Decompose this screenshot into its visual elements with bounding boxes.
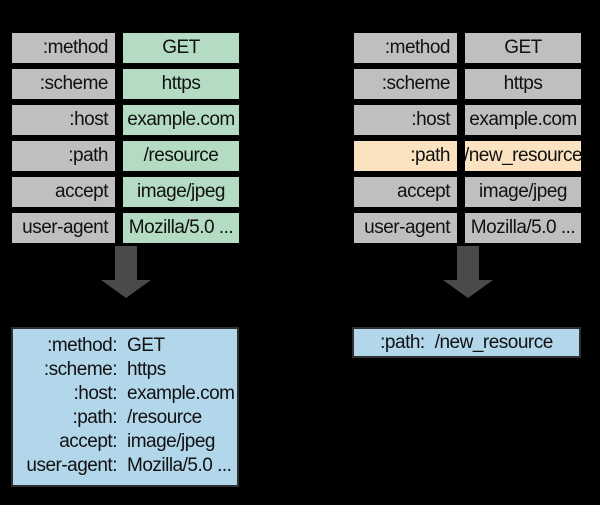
- encoded-line: user-agent: Mozilla/5.0 ...: [13, 454, 237, 478]
- table-row: accept image/jpeg: [10, 175, 241, 209]
- header-name: accept: [352, 175, 459, 209]
- encoded-headers-request2: :path: /new_resource: [352, 327, 581, 358]
- encoded-key: user-agent:: [26, 455, 117, 476]
- header-value: GET: [121, 31, 241, 65]
- encoded-value: https: [127, 359, 166, 380]
- request2-header-table: :method GET :scheme https :host example.…: [352, 31, 583, 247]
- header-name: user-agent: [352, 211, 459, 245]
- encoded-line: :method: GET: [13, 334, 237, 358]
- header-value: image/jpeg: [463, 175, 583, 209]
- table-row: user-agent Mozilla/5.0 ...: [10, 211, 241, 245]
- table-row: :scheme https: [10, 67, 241, 101]
- encoded-key: :scheme:: [43, 359, 118, 380]
- request1-header-table: :method GET :scheme https :host example.…: [10, 31, 241, 247]
- header-value: https: [121, 67, 241, 101]
- encoded-line: :host: example.com: [13, 382, 237, 406]
- table-row: :path /resource: [10, 139, 241, 173]
- encoded-value: GET: [127, 335, 165, 356]
- encoded-headers-request1: :method: GET :scheme: https :host: examp…: [11, 327, 239, 487]
- header-value: /new_resource: [463, 139, 583, 173]
- header-name: :method: [352, 31, 459, 65]
- header-value: example.com: [121, 103, 241, 137]
- header-name: :path: [352, 139, 459, 173]
- header-name: :scheme: [10, 67, 117, 101]
- header-name: user-agent: [10, 211, 117, 245]
- header-name: accept: [10, 175, 117, 209]
- down-arrow-icon: [101, 246, 151, 298]
- table-row: :host example.com: [352, 103, 583, 137]
- table-row: accept image/jpeg: [352, 175, 583, 209]
- encoded-value: /resource: [127, 407, 202, 428]
- encoded-line: :path: /resource: [13, 406, 237, 430]
- encoded-line: accept: image/jpeg: [13, 430, 237, 454]
- header-name: :scheme: [352, 67, 459, 101]
- table-row: :method GET: [352, 31, 583, 65]
- encoded-value: image/jpeg: [127, 431, 215, 452]
- header-name: :path: [10, 139, 117, 173]
- encoded-value: example.com: [127, 383, 235, 404]
- encoded-value: /new_resource: [434, 331, 554, 353]
- encoded-key: :path:: [72, 407, 117, 428]
- table-row: user-agent Mozilla/5.0 ...: [352, 211, 583, 245]
- header-name: :method: [10, 31, 117, 65]
- header-name: :host: [10, 103, 117, 137]
- header-value: Mozilla/5.0 ...: [121, 211, 241, 245]
- encoded-value: Mozilla/5.0 ...: [127, 455, 232, 476]
- header-value: example.com: [463, 103, 583, 137]
- header-value: https: [463, 67, 583, 101]
- encoded-line: :scheme: https: [13, 358, 237, 382]
- table-row: :method GET: [10, 31, 241, 65]
- encoded-key: :host:: [73, 383, 118, 404]
- header-value: /resource: [121, 139, 241, 173]
- down-arrow-icon: [443, 246, 493, 298]
- table-row-highlighted: :path /new_resource: [352, 139, 583, 173]
- table-row: :host example.com: [10, 103, 241, 137]
- encoded-key: :path:: [380, 331, 425, 353]
- header-value: GET: [463, 31, 583, 65]
- table-row: :scheme https: [352, 67, 583, 101]
- encoded-key: :method:: [47, 335, 117, 356]
- encoded-key: accept:: [59, 431, 117, 452]
- header-value: image/jpeg: [121, 175, 241, 209]
- header-value: Mozilla/5.0 ...: [463, 211, 583, 245]
- encoded-line: :path: /new_resource: [380, 331, 553, 355]
- header-name: :host: [352, 103, 459, 137]
